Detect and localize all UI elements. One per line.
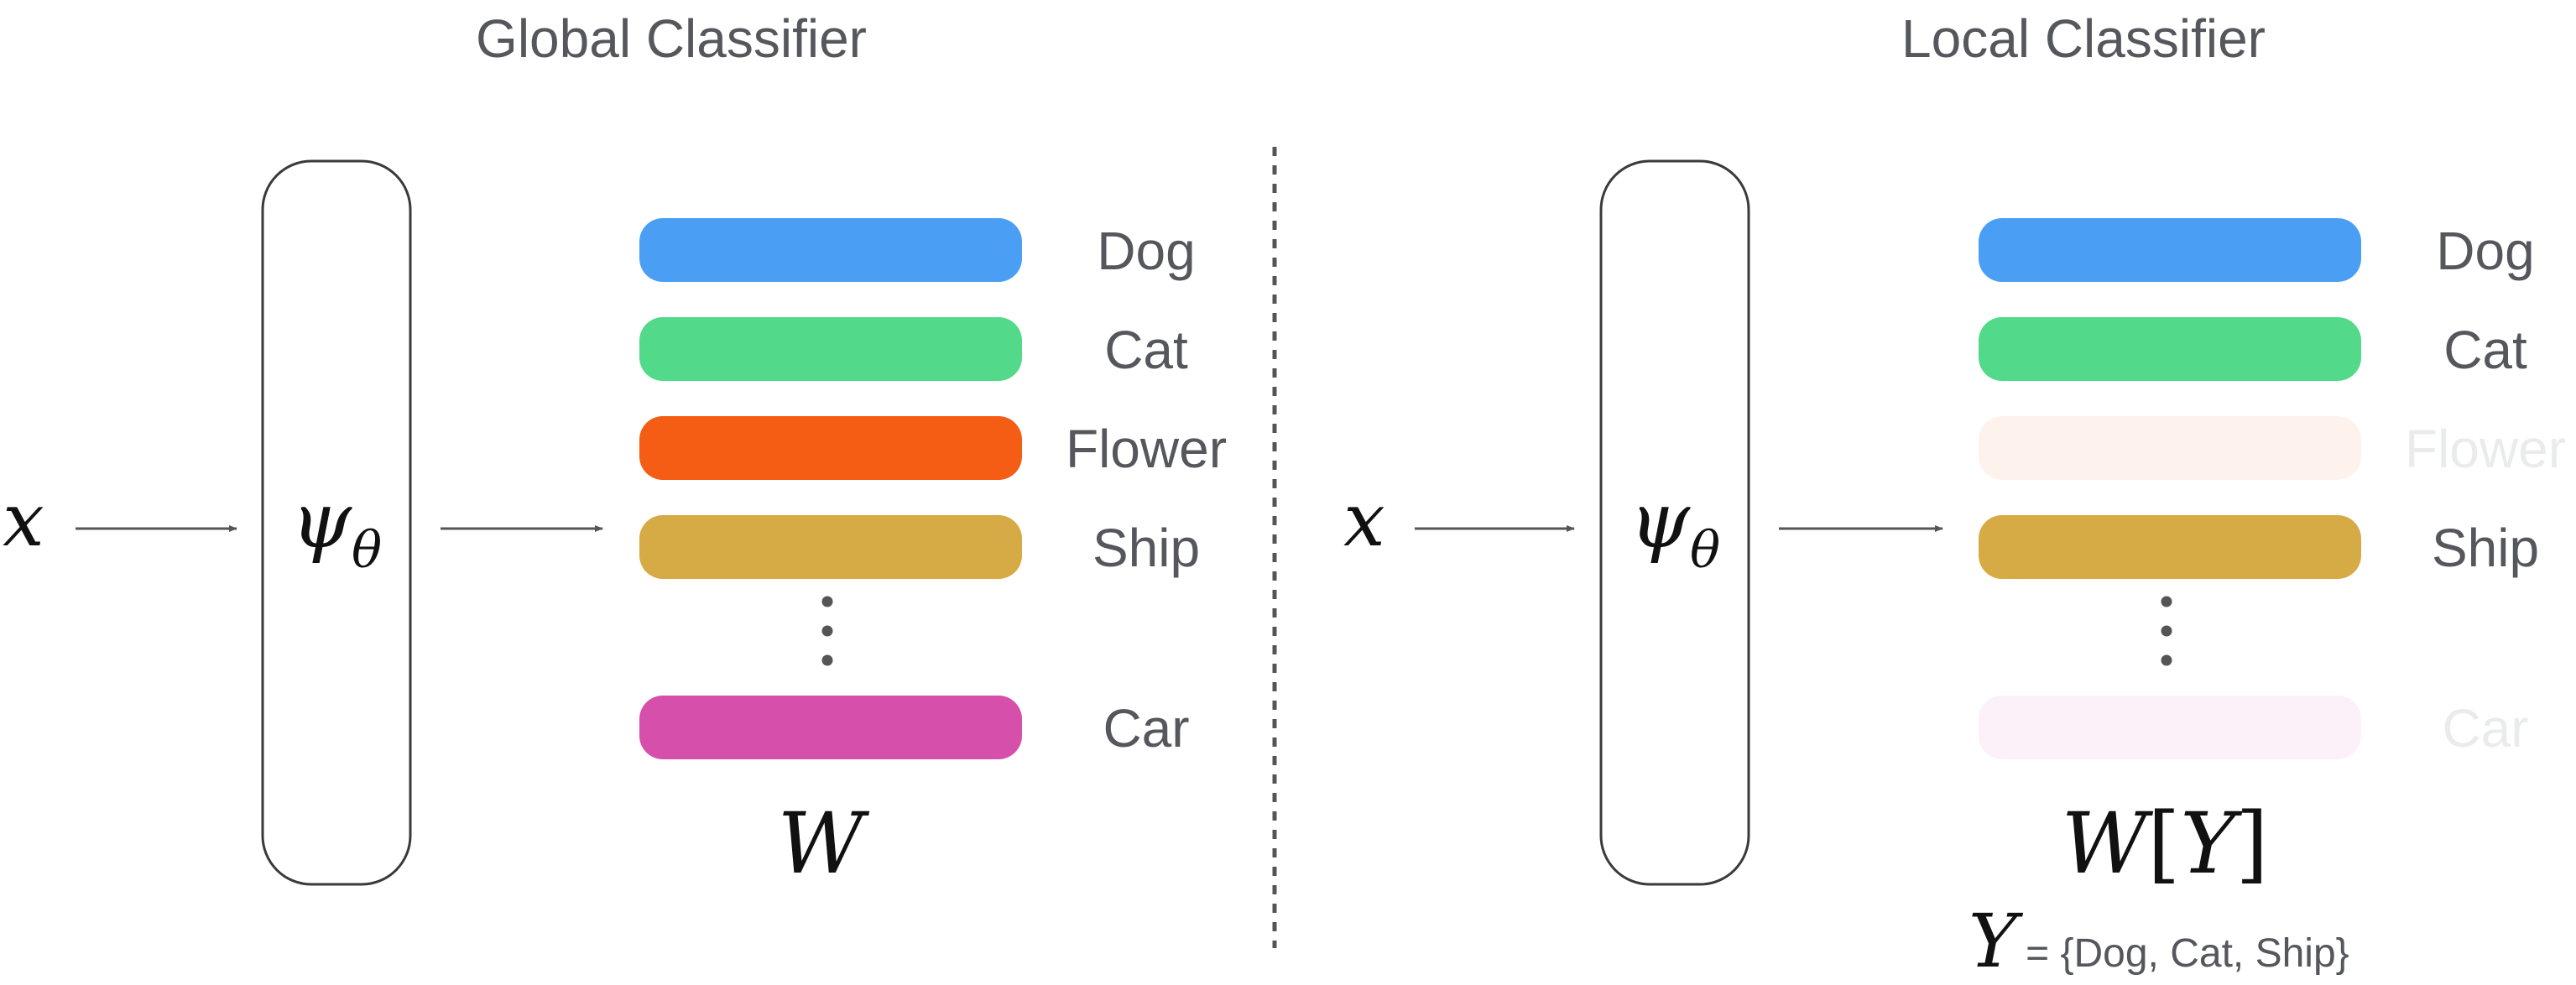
local-weights-bracket-close: ] <box>2235 795 2268 893</box>
global-weight-bar-dog <box>639 218 1022 282</box>
global-weight-bar-ship <box>639 515 1022 579</box>
local-encoder-box <box>1599 159 1750 886</box>
global-ellipsis-dots <box>821 596 833 666</box>
local-subset-symbol: Y <box>1969 898 2024 984</box>
global-encoder-box <box>261 159 412 886</box>
local-weight-bar-cat <box>1979 317 2361 381</box>
global-weight-bar-cat <box>639 317 1022 381</box>
local-class-label-cat: Cat <box>2443 320 2527 380</box>
global-class-label-car: Car <box>1103 698 1189 758</box>
global-panel-title: Global Classifier <box>476 8 867 69</box>
global-weight-bar-flower <box>639 416 1022 480</box>
global-weight-bars <box>639 218 1022 759</box>
global-class-label-flower: Flower <box>1066 419 1227 479</box>
local-subset-text: = {Dog, Cat, Ship} <box>2026 931 2349 976</box>
global-weight-bar-car <box>639 696 1022 759</box>
local-subset-definition: Y= {Dog, Cat, Ship} <box>1969 898 2349 984</box>
local-weight-bar-flower <box>1979 416 2361 480</box>
local-weight-bar-car <box>1979 696 2361 759</box>
local-weights-symbol: W <box>2062 795 2154 893</box>
global-classifier-panel: Global Classifier x ψθ DogCatFlowerShipC… <box>3 8 1227 893</box>
local-weights-bracket-open: [ <box>2147 795 2180 893</box>
local-panel-title: Local Classifier <box>1901 8 2266 69</box>
local-weights-label: W[Y] <box>2062 795 2269 893</box>
local-class-label-ship: Ship <box>2432 518 2539 578</box>
local-encoder-symbol: ψ <box>1630 476 1691 565</box>
global-encoder-symbol: ψ <box>291 476 352 565</box>
global-class-label-dog: Dog <box>1097 221 1195 281</box>
global-class-label-cat: Cat <box>1104 320 1188 380</box>
local-class-label-dog: Dog <box>2436 221 2534 281</box>
local-encoder-label: ψθ <box>1630 476 1720 580</box>
local-class-label-flower: Flower <box>2405 419 2566 479</box>
local-class-label-car: Car <box>2442 698 2528 758</box>
global-weights-label: W <box>778 795 870 893</box>
global-input-symbol: x <box>3 477 44 563</box>
local-weights-index: Y <box>2180 795 2242 893</box>
global-encoder-subscript: θ <box>352 521 382 580</box>
local-weight-bars <box>1979 218 2361 759</box>
local-weight-bar-ship <box>1979 515 2361 579</box>
local-input-symbol: x <box>1343 477 1385 563</box>
global-encoder-label: ψθ <box>291 476 382 580</box>
local-ellipsis-dots <box>2161 596 2172 666</box>
local-weight-bar-dog <box>1979 218 2361 282</box>
global-class-label-ship: Ship <box>1092 518 1200 578</box>
local-classifier-panel: Local Classifier x ψθ DogCatFlowerShipCa… <box>1343 8 2566 984</box>
local-encoder-subscript: θ <box>1690 521 1720 580</box>
